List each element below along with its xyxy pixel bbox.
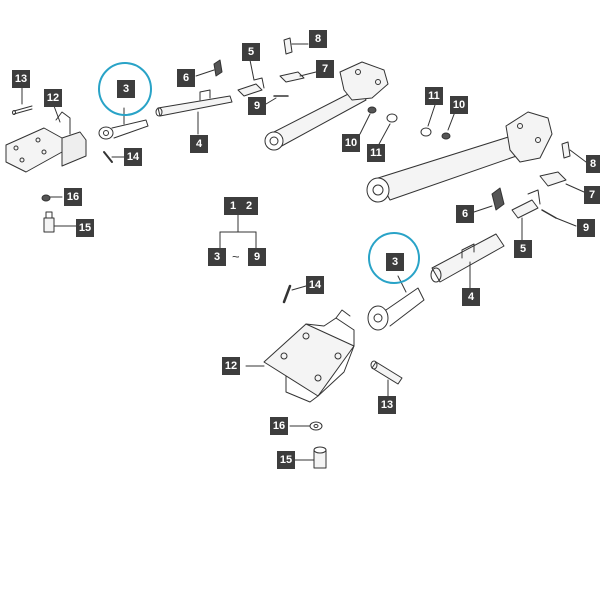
callout-5a: 5 xyxy=(242,43,260,61)
tube-part-small xyxy=(155,89,233,117)
callout-4b: 4 xyxy=(462,288,480,306)
spring-pin-large xyxy=(282,284,292,304)
callout-14b: 14 xyxy=(306,276,324,294)
washer-part-small xyxy=(41,194,51,202)
callout-16b: 16 xyxy=(270,417,288,435)
key-9: 9 xyxy=(248,248,266,266)
callout-16a: 16 xyxy=(64,188,82,206)
pin8-part-a xyxy=(283,37,293,55)
callout-8b: 8 xyxy=(586,155,600,173)
callout-7b: 7 xyxy=(584,186,600,204)
callout-10b: 10 xyxy=(450,96,468,114)
pin7-part-a xyxy=(279,71,305,83)
highlight-ring-small xyxy=(98,62,152,116)
callout-12a: 12 xyxy=(44,89,62,107)
pivot-pin-small xyxy=(237,77,265,97)
clip-part-large xyxy=(491,187,505,211)
leader-12a xyxy=(53,105,61,123)
bolt-part-large xyxy=(313,446,327,469)
callout-6b: 6 xyxy=(456,205,474,223)
pin9-part-b xyxy=(541,209,557,219)
callout-9a: 9 xyxy=(248,97,266,115)
bracket-part-small xyxy=(5,111,87,173)
link-end-part-small xyxy=(98,119,149,140)
callout-3b: 3 xyxy=(386,253,404,271)
spring-pin-small xyxy=(103,151,113,163)
lower-link-small xyxy=(264,61,389,151)
pin-part-small xyxy=(12,105,33,115)
callout-6a: 6 xyxy=(177,69,195,87)
callout-5b: 5 xyxy=(514,240,532,258)
callout-10a: 10 xyxy=(342,134,360,152)
callout-13b: 13 xyxy=(378,396,396,414)
callout-13a: 13 xyxy=(12,70,30,88)
callout-4a: 4 xyxy=(190,135,208,153)
callout-15a: 15 xyxy=(76,219,94,237)
key-range-tilde: ~ xyxy=(232,249,240,264)
bolt-part-small xyxy=(43,211,55,233)
pin-part-large xyxy=(370,360,403,385)
pin8-part-b xyxy=(561,141,571,159)
key-2: 2 xyxy=(240,197,258,215)
callout-12b: 12 xyxy=(222,357,240,375)
bracket-part-large xyxy=(263,309,355,403)
key-3: 3 xyxy=(208,248,226,266)
callout-11a: 11 xyxy=(367,144,385,162)
callout-15b: 15 xyxy=(277,451,295,469)
nut11-a xyxy=(386,113,398,123)
callout-14a: 14 xyxy=(124,148,142,166)
washer10-a xyxy=(367,106,377,114)
nut11-b xyxy=(420,127,432,137)
pivot-pin-large xyxy=(511,189,541,219)
clip-part-small xyxy=(213,59,223,77)
callout-7a: 7 xyxy=(316,60,334,78)
key-1: 1 xyxy=(224,197,242,215)
washer-part-large xyxy=(309,421,323,431)
lower-link-right xyxy=(366,111,553,203)
callout-8a: 8 xyxy=(309,30,327,48)
washer10-b xyxy=(441,132,451,140)
link-end-part-large xyxy=(367,287,425,331)
highlight-ring-large xyxy=(368,232,420,284)
tube-part-large xyxy=(430,233,505,283)
callout-11b: 11 xyxy=(425,87,443,105)
callout-9b: 9 xyxy=(577,219,595,237)
key-bracket xyxy=(219,213,257,249)
pin7-part-b xyxy=(539,171,567,187)
callout-3a: 3 xyxy=(117,80,135,98)
